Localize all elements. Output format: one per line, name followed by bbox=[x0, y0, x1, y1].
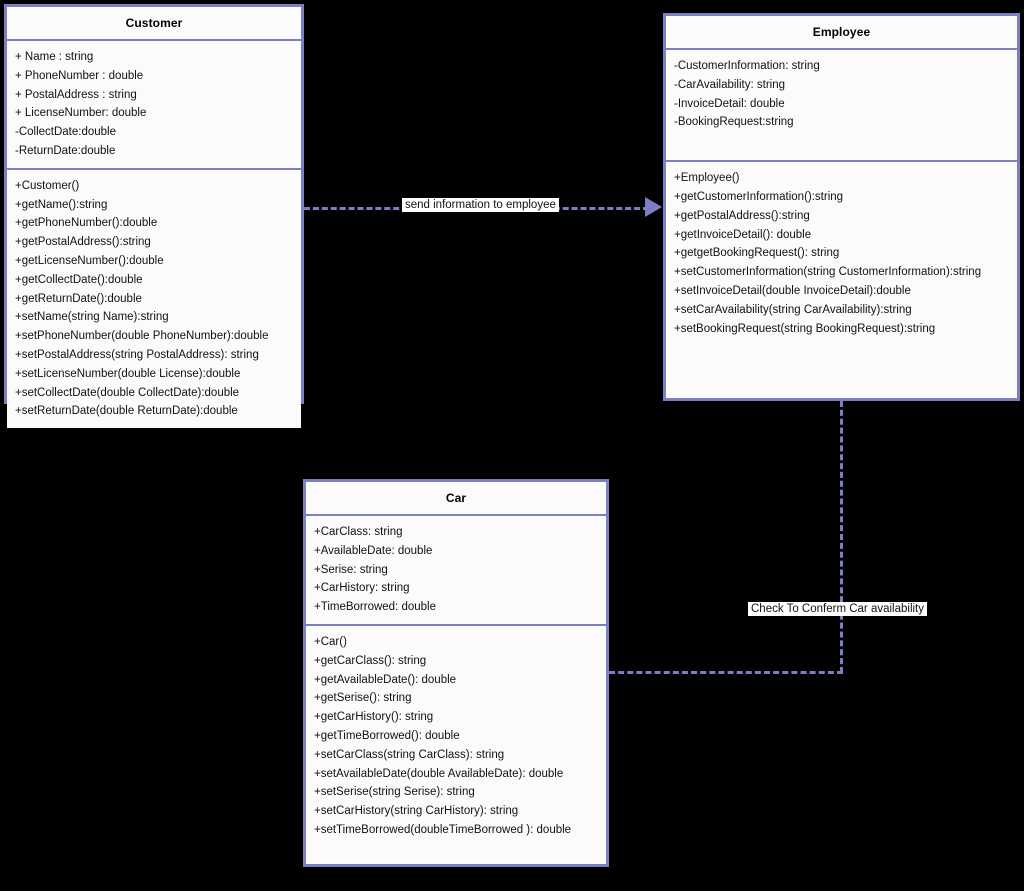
method-row: +getLicenseNumber():double bbox=[15, 254, 164, 267]
attribute-row: -BookingRequest:string bbox=[674, 116, 794, 129]
attribute-row: +CarHistory: string bbox=[314, 582, 410, 595]
method-row: +setLicenseNumber(double License):double bbox=[15, 367, 241, 380]
uml-class-customer[interactable]: Customer + Name : string + PhoneNumber :… bbox=[4, 4, 304, 429]
class-title-employee: Employee bbox=[666, 16, 1017, 50]
attribute-row: -CarAvailability: string bbox=[674, 78, 785, 91]
method-row: +setCarClass(string CarClass): string bbox=[314, 748, 505, 761]
attributes-compartment-customer: + Name : string + PhoneNumber : double +… bbox=[7, 41, 301, 170]
arrowhead-right-icon bbox=[645, 197, 662, 217]
method-row: +getReturnDate():double bbox=[15, 292, 142, 305]
method-row: +setCarAvailability(string CarAvailabili… bbox=[674, 303, 912, 316]
connector-car-to-employee-vertical[interactable] bbox=[840, 401, 843, 673]
method-row: +getPostalAddress():string bbox=[15, 236, 151, 249]
uml-class-employee[interactable]: Employee -CustomerInformation: string -C… bbox=[663, 13, 1020, 401]
attribute-row: +AvailableDate: double bbox=[314, 544, 433, 557]
methods-compartment-car: +Car() +getCarClass(): string +getAvaila… bbox=[306, 625, 606, 860]
class-title-car: Car bbox=[306, 482, 606, 516]
uml-class-car[interactable]: Car +CarClass: string +AvailableDate: do… bbox=[303, 479, 609, 867]
methods-compartment-customer: +Customer() +getName():string +getPhoneN… bbox=[7, 169, 301, 429]
method-row: +setTimeBorrowed(doubleTimeBorrowed ): d… bbox=[314, 823, 572, 836]
method-row: +getPostalAddress():string bbox=[674, 209, 810, 222]
method-row: +getgetBookingRequest(): string bbox=[674, 247, 840, 260]
method-row: +setCollectDate(double CollectDate):doub… bbox=[15, 386, 240, 399]
method-row: +setSerise(string Serise): string bbox=[314, 786, 475, 799]
method-row: +getSerise(): string bbox=[314, 692, 412, 705]
class-title-customer: Customer bbox=[7, 7, 301, 41]
method-row: +getInvoiceDetail(): double bbox=[674, 228, 812, 241]
attribute-row: + LicenseNumber: double bbox=[15, 107, 147, 120]
method-row: +setBookingRequest(string BookingRequest… bbox=[674, 322, 936, 335]
attributes-compartment-employee: -CustomerInformation: string -CarAvailab… bbox=[666, 50, 1017, 163]
attribute-row: -InvoiceDetail: double bbox=[674, 97, 785, 110]
attributes-compartment-car: +CarClass: string +AvailableDate: double… bbox=[306, 516, 606, 626]
method-row: +getCustomerInformation():string bbox=[674, 190, 844, 203]
method-row: +setName(string Name):string bbox=[15, 311, 169, 324]
method-row: +Employee() bbox=[674, 172, 740, 185]
connector-label-check-to-conferm-car-availability: Check To Conferm Car availability bbox=[748, 602, 927, 616]
method-row: +setCustomerInformation(string CustomerI… bbox=[674, 266, 982, 279]
attribute-row: +TimeBorrowed: double bbox=[314, 601, 436, 614]
method-row: +setReturnDate(double ReturnDate):double bbox=[15, 405, 238, 418]
attribute-row: -CustomerInformation: string bbox=[674, 60, 820, 72]
attribute-row: -CollectDate:double bbox=[15, 126, 117, 139]
method-row: +getCarHistory(): string bbox=[314, 711, 434, 724]
method-row: +getCarClass(): string bbox=[314, 654, 427, 667]
method-row: +setInvoiceDetail(double InvoiceDetail):… bbox=[674, 284, 911, 297]
method-row: +Car() bbox=[314, 635, 347, 648]
attribute-row: + Name : string bbox=[15, 51, 94, 63]
method-row: +getTimeBorrowed(): double bbox=[314, 729, 460, 742]
method-row: +getPhoneNumber():double bbox=[15, 217, 158, 230]
connector-label-send-information-to-employee: send information to employee bbox=[402, 198, 559, 212]
method-row: +setPostalAddress(string PostalAddress):… bbox=[15, 348, 259, 361]
attribute-row: -ReturnDate:double bbox=[15, 144, 116, 157]
attribute-row: +Serise: string bbox=[314, 563, 388, 576]
methods-compartment-employee: +Employee() +getCustomerInformation():st… bbox=[666, 162, 1017, 346]
attribute-row: +CarClass: string bbox=[314, 526, 403, 538]
method-row: +getAvailableDate(): double bbox=[314, 673, 457, 686]
method-row: +setAvailableDate(double AvailableDate):… bbox=[314, 767, 564, 780]
attribute-row: + PostalAddress : string bbox=[15, 88, 137, 101]
method-row: +getName():string bbox=[15, 198, 108, 211]
connector-car-to-employee-horizontal[interactable] bbox=[609, 671, 843, 674]
method-row: +setCarHistory(string CarHistory): strin… bbox=[314, 805, 519, 818]
attribute-row: + PhoneNumber : double bbox=[15, 69, 144, 82]
method-row: +setPhoneNumber(double PhoneNumber):doub… bbox=[15, 330, 269, 343]
method-row: +getCollectDate():double bbox=[15, 273, 143, 286]
method-row: +Customer() bbox=[15, 179, 80, 192]
